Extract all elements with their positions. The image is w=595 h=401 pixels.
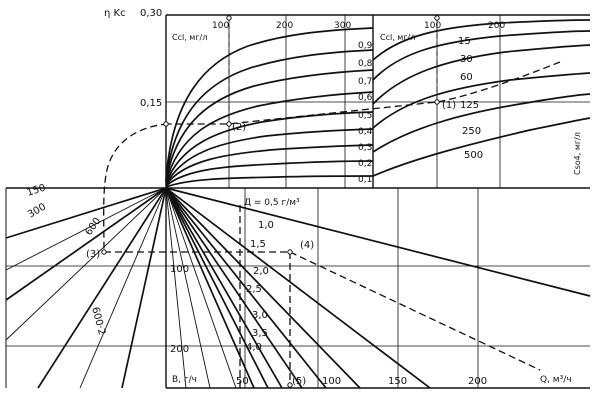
curve-label-0-7: 0,7: [358, 77, 372, 87]
dashed-path-top: [168, 61, 561, 125]
marker-5: (5): [292, 376, 306, 387]
eta-kc-label: η Kc: [104, 8, 126, 19]
curve-label-0-2: 0,2: [358, 159, 372, 169]
ccl-left-label: Ccl, мг/л: [172, 33, 207, 42]
right-fan-lines: [165, 187, 591, 389]
curve-0-2: [165, 160, 374, 187]
cso4-label: Cso4, мг/л: [573, 132, 582, 175]
curve-250: [372, 93, 591, 153]
dose-label-1-5: 1,5: [250, 239, 266, 250]
ccl-left-tick-100: 100: [212, 21, 229, 31]
curve-0-3: [165, 144, 374, 186]
ccl-left-tick-300: 300: [334, 21, 351, 31]
curve-125: [372, 72, 591, 129]
left-label-600-2: 600·2: [89, 306, 107, 337]
top-right-curves: [372, 19, 591, 177]
dose-label-3-0: 3,0: [252, 310, 268, 321]
curve-0-5: [165, 111, 374, 185]
curve-label-0-4: 0,4: [358, 127, 373, 137]
curve-label-0-9: 0,9: [358, 41, 373, 51]
ccl-right-tick-200: 200: [488, 21, 505, 31]
curve-label-0-5: 0,5: [358, 111, 372, 121]
ccl-right-label: Ccl, мг/л: [380, 33, 415, 42]
dose-label: Д = 0,5 г/м³: [244, 198, 300, 208]
left-fan-lines: [5, 187, 167, 389]
marker-4: (4): [300, 240, 314, 251]
top-left-curves: [165, 27, 374, 188]
dose-label-2-0: 2,0: [253, 266, 269, 277]
marker-points: [101, 15, 440, 388]
b-tick-100: 100: [170, 264, 189, 275]
y-tick-030: 0,30: [140, 8, 162, 19]
dose-label-3-5: 3,5: [252, 328, 268, 339]
dose-line-2-0: [165, 187, 327, 389]
curve-label-125: 125: [460, 100, 479, 111]
curve-60: [372, 44, 591, 105]
solution-path: [103, 15, 561, 388]
left-line-600: [37, 187, 167, 389]
dose-line-4-0: [165, 187, 255, 389]
q-tick-200: 200: [468, 376, 487, 387]
dose-label-1-0: 1,0: [258, 220, 274, 231]
q-tick-100: 100: [322, 376, 341, 387]
dose-line-1-5: [165, 187, 361, 389]
b-axis-label: В, г/ч: [172, 375, 197, 385]
marker-2: (2): [232, 122, 246, 133]
curve-0-1: [165, 175, 374, 188]
top-right-curve-labels: 15 30 60 125 250 500: [458, 36, 483, 161]
curve-label-30: 30: [460, 54, 473, 65]
dose-line-2-5: [165, 187, 303, 389]
bottom-grid: [6, 188, 590, 388]
q-axis-label: Q, м³/ч: [540, 375, 572, 385]
left-label-150: 150: [26, 182, 48, 198]
curve-0-6: [165, 91, 374, 184]
curve-15: [372, 19, 591, 61]
left-line-600-2: [121, 187, 167, 389]
curve-label-0-6: 0,6: [358, 93, 373, 103]
ccl-left-tick-200: 200: [276, 21, 293, 31]
curve-label-0-3: 0,3: [358, 143, 372, 153]
dashed-path-q: [289, 251, 541, 371]
curve-0-8: [165, 49, 374, 182]
curve-label-0-1: 0,1: [358, 175, 372, 185]
dose-label-2-5: 2,5: [246, 284, 262, 295]
axes-frame: [5, 14, 590, 389]
left-line-300: [5, 187, 167, 301]
dashed-path-left: [103, 123, 169, 253]
y-tick-015: 0,15: [140, 98, 162, 109]
dose-line-3-5: [165, 187, 269, 389]
dose-line-3-0: [165, 187, 283, 389]
curve-label-500: 500: [464, 150, 483, 161]
dose-label-4-0: 4,0: [246, 342, 262, 353]
top-left-curve-labels: 0,9 0,8 0,7 0,6 0,5 0,4 0,3 0,2 0,1: [358, 41, 373, 185]
curve-30: [372, 30, 591, 81]
q-tick-50: 50: [236, 376, 249, 387]
ccl-right-tick-100: 100: [424, 21, 441, 31]
curve-0-9: [165, 27, 374, 181]
curve-500: [372, 117, 591, 177]
curve-0-4: [165, 128, 374, 186]
left-line-150: [5, 187, 167, 239]
curve-label-0-8: 0,8: [358, 59, 373, 69]
curve-label-15: 15: [458, 36, 471, 47]
marker-3: (3): [86, 249, 100, 260]
curve-label-60: 60: [460, 72, 473, 83]
dose-labels: 1,0 1,5 2,0 2,5 3,0 3,5 4,0: [246, 220, 274, 353]
dose-line-0-5: [165, 187, 591, 297]
marker-1: (1): [442, 100, 456, 111]
b-tick-200: 200: [170, 344, 189, 355]
q-tick-150: 150: [388, 376, 407, 387]
curve-0-7: [165, 69, 374, 183]
dose-line-1-0: [165, 187, 431, 389]
left-label-300: 300: [26, 202, 48, 221]
curve-label-250: 250: [462, 126, 481, 137]
